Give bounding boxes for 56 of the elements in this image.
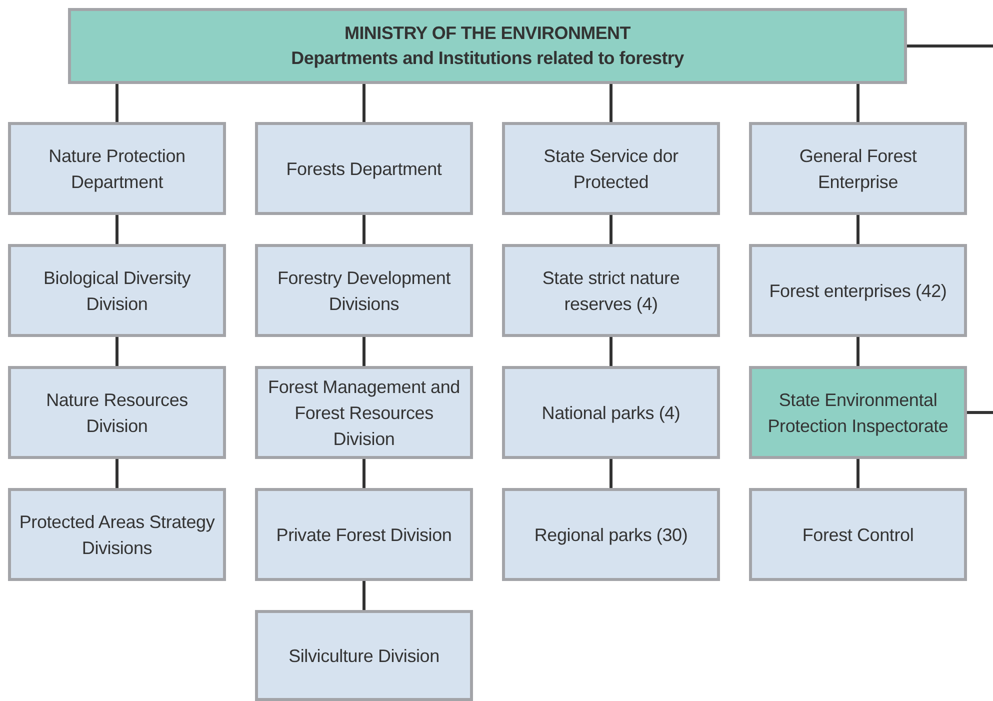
- unit-box: [8, 122, 226, 215]
- unit-name: Nature Resources Division: [45, 388, 189, 438]
- connector-line: [856, 215, 860, 244]
- unit-box: [8, 244, 226, 337]
- unit-box: [255, 122, 473, 215]
- unit-name: Nature Protection Department: [48, 144, 186, 194]
- connector-line: [610, 84, 612, 122]
- connector-line: [610, 459, 612, 488]
- connector-line: [907, 44, 993, 48]
- unit-name: Silviculture Division: [288, 644, 440, 668]
- unit-name: Forestry Development Divisions: [276, 266, 452, 316]
- unit-box: [8, 366, 226, 459]
- unit-name: State Service dor Protected: [542, 144, 680, 194]
- connector-line: [362, 215, 366, 244]
- unit-name: Forest enterprises (42): [769, 280, 947, 303]
- unit-name: Forests Department: [286, 158, 442, 181]
- unit-box: [255, 488, 473, 581]
- connector-line: [610, 337, 612, 366]
- subtitle-text: Departments and Institutions related to forestry: [291, 47, 684, 70]
- unit-name: General Forest Enterprise: [798, 144, 918, 194]
- unit-box: [749, 488, 967, 581]
- unit-name: Protected Areas Strategy Divisions: [19, 510, 215, 560]
- unit-name: Forest Management and Forest Resources Division: [267, 376, 461, 450]
- unit-box: [502, 488, 720, 581]
- connector-line: [116, 84, 118, 122]
- unit-box: [502, 122, 720, 215]
- header-box: [68, 8, 907, 84]
- connector-line: [116, 337, 118, 366]
- unit-name: State strict nature reserves (4): [541, 266, 681, 316]
- connector-line: [856, 337, 860, 366]
- connector-line: [610, 215, 612, 244]
- unit-name: Forest Control: [802, 524, 914, 546]
- connector-line: [967, 411, 993, 414]
- connector-line: [856, 459, 860, 488]
- title-text: MINISTRY OF THE ENVIRONMENT: [344, 22, 630, 45]
- connector-line: [856, 84, 860, 122]
- unit-box: [749, 122, 967, 215]
- connector-line: [362, 459, 366, 488]
- unit-box: [749, 366, 967, 459]
- connector-line: [362, 337, 366, 366]
- connector-line: [362, 84, 366, 122]
- connector-line: [362, 581, 366, 610]
- unit-box: [255, 244, 473, 337]
- unit-name: Biological Diversity Division: [42, 266, 192, 316]
- connector-line: [116, 215, 118, 244]
- unit-box: [749, 244, 967, 337]
- unit-box: [255, 610, 473, 701]
- unit-box: [255, 366, 473, 459]
- unit-name: Regional parks (30): [534, 524, 688, 547]
- unit-box: [502, 244, 720, 337]
- unit-name: State Environmental Protection Inspectorate: [766, 388, 950, 438]
- unit-name: Private Forest Division: [276, 524, 452, 546]
- unit-box: [502, 366, 720, 459]
- unit-name: National parks (4): [542, 402, 680, 425]
- connector-line: [116, 459, 118, 488]
- unit-box: [8, 488, 226, 581]
